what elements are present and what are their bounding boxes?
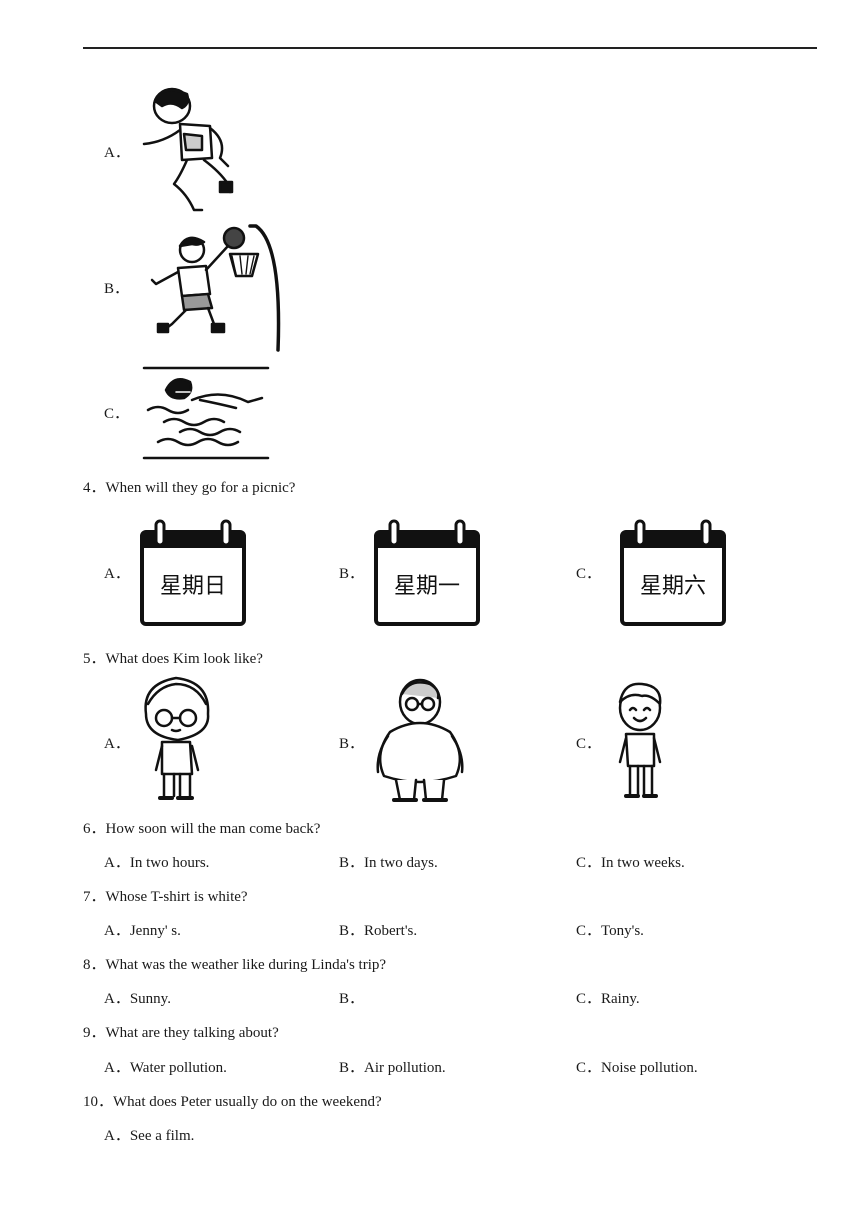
q6-question: 6．How soon will the man come back? — [83, 821, 321, 837]
q4-question: 4．When will they go for a picnic? — [83, 480, 296, 496]
q7-option-c[interactable]: C．Tony's. — [576, 923, 644, 939]
q4-option-c-letter: C． — [576, 566, 602, 582]
q6-option-c[interactable]: C．In two weeks. — [576, 855, 685, 871]
header-rule — [83, 47, 817, 49]
q3-option-b-letter: B． — [104, 281, 130, 297]
q10-option-a[interactable]: A．See a film. — [104, 1128, 195, 1144]
basketball-boy-picture[interactable] — [132, 224, 284, 352]
q9-option-b[interactable]: B．Air pollution. — [339, 1060, 446, 1076]
calendar-sunday[interactable]: 星期日 — [138, 518, 248, 628]
q8-option-c[interactable]: C．Rainy. — [576, 991, 640, 1007]
q6-option-a[interactable]: A．In two hours. — [104, 855, 210, 871]
calendar-monday[interactable]: 星期一 — [372, 518, 482, 628]
q4-option-a-letter: A． — [104, 566, 130, 582]
calendar-text: 星期六 — [640, 574, 706, 599]
q3-option-c-letter: C． — [104, 406, 130, 422]
q8-option-a[interactable]: A．Sunny. — [104, 991, 171, 1007]
q7-option-a[interactable]: A．Jenny' s. — [104, 923, 181, 939]
calendar-text: 星期日 — [160, 574, 226, 599]
q8-question: 8．What was the weather like during Linda… — [83, 957, 387, 973]
running-boy-picture[interactable] — [132, 86, 242, 214]
q5-question: 5．What does Kim look like? — [83, 651, 263, 667]
q9-question: 9．What are they talking about? — [83, 1025, 279, 1041]
q5-option-a-letter: A． — [104, 736, 130, 752]
q7-option-b[interactable]: B．Robert's. — [339, 923, 418, 939]
swimming-boy-picture[interactable] — [140, 364, 272, 462]
q9-option-a[interactable]: A．Water pollution. — [104, 1060, 227, 1076]
calendar-saturday[interactable]: 星期六 — [618, 518, 728, 628]
q9-option-c[interactable]: C．Noise pollution. — [576, 1060, 698, 1076]
q5-option-b-letter: B． — [339, 736, 365, 752]
q4-option-b-letter: B． — [339, 566, 365, 582]
q3-option-a-letter: A． — [104, 145, 130, 161]
calendar-text: 星期一 — [394, 574, 460, 599]
q7-question: 7．Whose T-shirt is white? — [83, 889, 248, 905]
boy-with-glasses-picture[interactable] — [138, 674, 216, 806]
q6-option-b[interactable]: B．In two days. — [339, 855, 438, 871]
q10-question: 10．What does Peter usually do on the wee… — [83, 1094, 382, 1110]
fat-boy-with-glasses-picture[interactable] — [370, 676, 470, 806]
q5-option-c-letter: C． — [576, 736, 602, 752]
smiling-boy-picture[interactable] — [608, 680, 672, 804]
q8-option-b[interactable]: B． — [339, 991, 365, 1007]
